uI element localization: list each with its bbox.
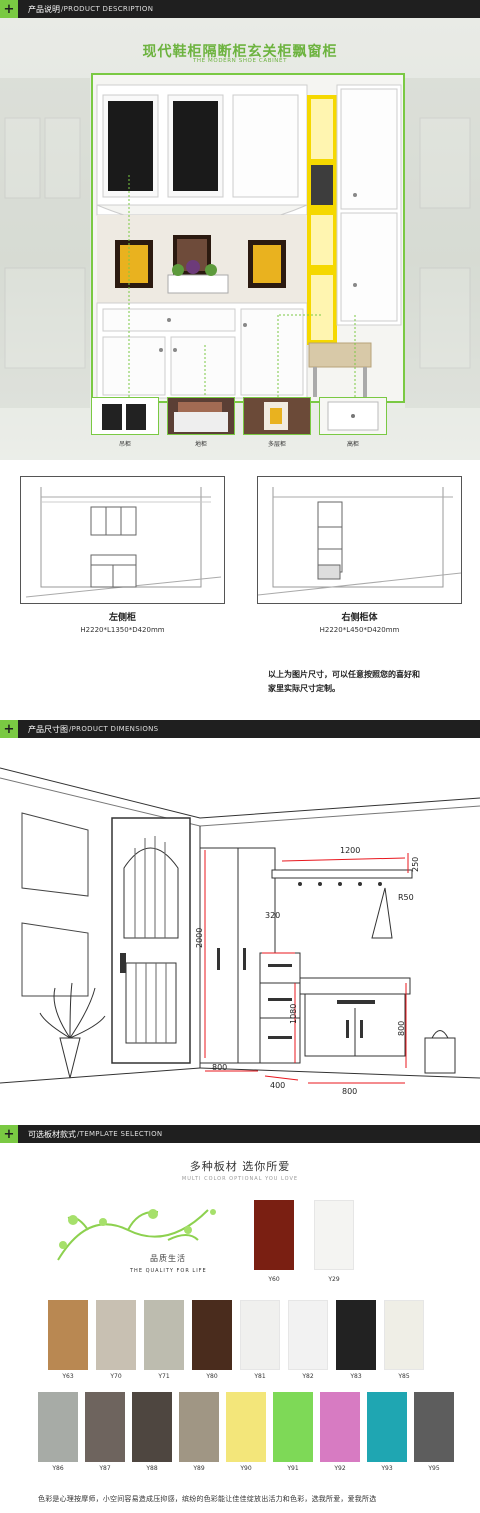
swatch-label: Y63 — [62, 1373, 74, 1380]
plus-icon: + — [0, 720, 18, 738]
swatch-y63[interactable] — [48, 1300, 88, 1370]
swatch-y71[interactable] — [144, 1300, 184, 1370]
thumb-wall-cabinet — [91, 397, 159, 435]
swatch-label: Y88 — [146, 1465, 158, 1472]
swatch-label: Y85 — [398, 1373, 410, 1380]
room-sketch-right — [257, 487, 462, 596]
thumb-label: 多层柜 — [267, 441, 286, 448]
swatch-y85[interactable] — [384, 1300, 424, 1370]
swatch-y88[interactable] — [132, 1392, 172, 1462]
thumb-label: 吊柜 — [118, 441, 131, 448]
dim-label: 800 — [212, 1063, 227, 1072]
section-title-en: /PRODUCT DIMENSIONS — [69, 725, 159, 733]
footer-description: 色彩是心理按摩师，小空间容易造成压抑感，缤纷的色彩能让佳佳绽放出活力和色彩，选我… — [38, 1495, 377, 1503]
room-dimension-illustration: 1200 250 R50 320 2000 1080 800 800 400 8… — [0, 767, 480, 1096]
section-title-cn: 产品说明 — [28, 4, 60, 14]
right-cabinet-sketch — [257, 476, 462, 604]
thumb-label: 高柜 — [346, 441, 359, 448]
dim-label: 2000 — [195, 928, 204, 948]
swatch-label: Y89 — [193, 1465, 205, 1472]
left-cabinet-title: 左侧柜 — [108, 613, 136, 623]
swatch-label: Y95 — [428, 1465, 440, 1472]
part-thumbnails: 吊柜 地柜 多层柜 高柜 — [89, 397, 389, 448]
thumb-shelf-cabinet — [243, 397, 311, 435]
shoe-cabinet-illustration — [93, 75, 403, 401]
section-title-en: /PRODUCT DESCRIPTION — [61, 5, 154, 13]
swatch-label: Y71 — [158, 1373, 170, 1380]
swatch-y93[interactable] — [367, 1392, 407, 1462]
note-line: 家里实际尺寸定制。 — [268, 684, 340, 693]
thumb-label: 地柜 — [194, 441, 207, 448]
template-heading: 多种板材 选你所爱 — [189, 1160, 291, 1173]
swatch-y87[interactable] — [85, 1392, 125, 1462]
section-title-en: /TEMPLATE SELECTION — [77, 1130, 163, 1138]
right-cabinet-title: 右侧柜体 — [341, 613, 378, 623]
swatch-label: Y82 — [302, 1373, 314, 1380]
dim-label: 320 — [265, 911, 280, 920]
background-room-image — [0, 78, 480, 460]
thumb-tall-cabinet — [319, 397, 387, 435]
swatch-y86[interactable] — [38, 1392, 78, 1462]
swatch-label: Y80 — [206, 1373, 218, 1380]
hero-subtitle: THE MODERN SHOE CABINET — [192, 58, 288, 64]
swatch-label: Y91 — [287, 1465, 299, 1472]
swatch-y90[interactable] — [226, 1392, 266, 1462]
swatch-label: Y86 — [52, 1465, 64, 1472]
dim-label: 800 — [342, 1087, 357, 1096]
swatch-label: Y29 — [328, 1276, 340, 1283]
swatch-y92[interactable] — [320, 1392, 360, 1462]
swatch-y80[interactable] — [192, 1300, 232, 1370]
dim-label: 250 — [411, 857, 420, 872]
dimensions-drawing: 1200 250 R50 320 2000 1080 800 800 400 8… — [0, 738, 480, 1118]
thumb-floor-cabinet — [167, 397, 235, 435]
dim-label: 1080 — [289, 1004, 298, 1024]
swatch-y60[interactable] — [254, 1200, 294, 1270]
plus-icon: + — [0, 1125, 18, 1143]
product-hero: 现代鞋柜隔断柜玄关柜飘窗柜 THE MODERN SHOE CABINET — [0, 18, 480, 460]
swatch-label: Y70 — [110, 1373, 122, 1380]
swatch-label: Y92 — [334, 1465, 346, 1472]
quality-title: 品质生活 — [150, 1254, 186, 1263]
section-bar-description: + 产品说明 /PRODUCT DESCRIPTION — [0, 0, 480, 18]
dim-label: 800 — [397, 1021, 406, 1036]
swatch-y70[interactable] — [96, 1300, 136, 1370]
swatch-y95[interactable] — [414, 1392, 454, 1462]
swatch-label: Y87 — [99, 1465, 111, 1472]
swatch-y83[interactable] — [336, 1300, 376, 1370]
plus-icon: + — [0, 0, 18, 18]
custom-size-note: 以上为图片尺寸，可以任意按照您的喜好和 家里实际尺寸定制。 — [268, 668, 468, 696]
swatch-y81[interactable] — [240, 1300, 280, 1370]
swatch-label: Y81 — [254, 1373, 266, 1380]
cabinet-photo — [91, 73, 405, 403]
section-bar-dimensions: + 产品尺寸图 /PRODUCT DIMENSIONS — [0, 720, 480, 738]
section-title-cn: 产品尺寸图 — [28, 724, 68, 734]
swatch-label: Y93 — [381, 1465, 393, 1472]
left-cabinet-sketch — [20, 476, 225, 604]
section-bar-template: + 可选板材款式 /TEMPLATE SELECTION — [0, 1125, 480, 1143]
dim-label: 1200 — [340, 846, 360, 855]
swatch-label: Y90 — [240, 1465, 252, 1472]
swatch-label: Y83 — [350, 1373, 362, 1380]
quality-decoration — [48, 1200, 220, 1278]
left-cabinet-dims: H2220*L1350*D420mm — [80, 626, 165, 634]
swatch-y89[interactable] — [179, 1392, 219, 1462]
swatch-y82[interactable] — [288, 1300, 328, 1370]
hero-title: 现代鞋柜隔断柜玄关柜飘窗柜 — [142, 44, 338, 60]
right-cabinet-dims: H2220*L450*D420mm — [319, 626, 400, 634]
template-subheading: MULTI COLOR OPTIONAL YOU LOVE — [181, 1176, 299, 1182]
quality-subtitle: THE QUALITY FOR LIFE — [130, 1268, 207, 1274]
dim-label: 400 — [270, 1081, 285, 1090]
note-line: 以上为图片尺寸，可以任意按照您的喜好和 — [268, 670, 420, 679]
dim-label: R50 — [398, 893, 414, 902]
swatch-y29[interactable] — [314, 1200, 354, 1270]
swatch-label: Y60 — [268, 1276, 280, 1283]
swatch-y91[interactable] — [273, 1392, 313, 1462]
section-title-cn: 可选板材款式 — [28, 1129, 76, 1139]
vine-decoration-icon — [57, 1209, 216, 1261]
room-sketch-left — [25, 487, 222, 598]
